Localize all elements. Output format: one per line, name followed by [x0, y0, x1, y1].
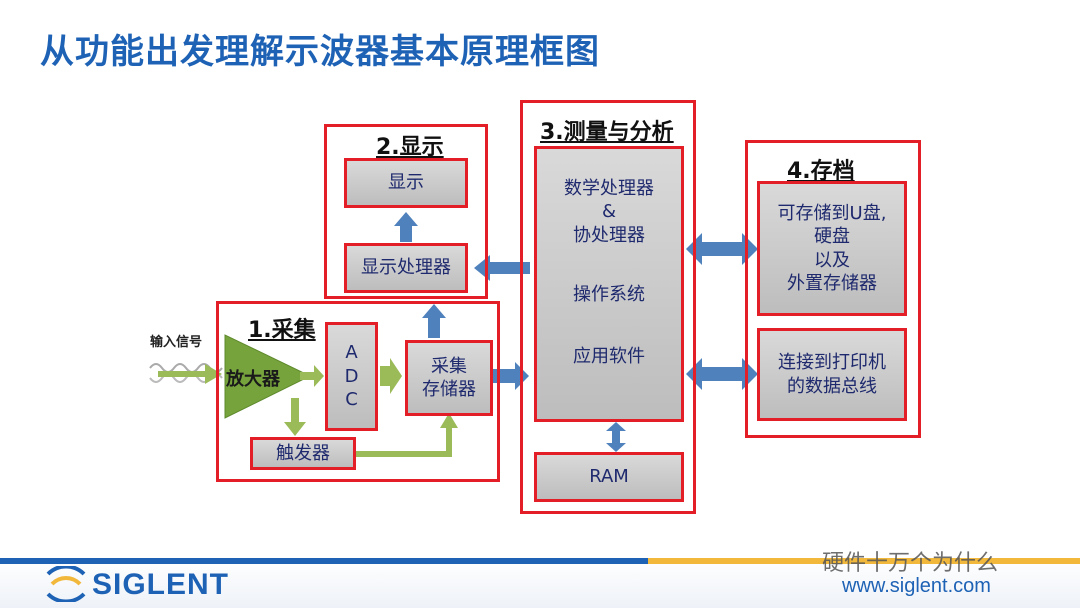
printer-line2: 的数据总线: [787, 375, 877, 397]
trigger-to-memory-arrowhead: [440, 413, 458, 428]
memory-to-displayproc-arrow: [422, 304, 446, 338]
footer-bar: [0, 558, 1080, 608]
footer-url[interactable]: www.siglent.com: [842, 575, 991, 597]
adc-to-memory-arrow: [380, 358, 402, 394]
group-measure: [520, 100, 696, 514]
measure-to-displayproc-arrow: [474, 255, 530, 281]
displayproc-to-display-arrow: [394, 212, 418, 242]
group-archive-label: 4.存档: [787, 159, 855, 184]
footer-stripe: [0, 558, 1080, 564]
storage-line4: 外置存储器: [787, 272, 877, 294]
acquisition-memory-block: 采集 存储器: [405, 340, 493, 416]
acq-memory-line1: 采集: [431, 355, 467, 377]
amp-to-adc-arrow: [300, 365, 324, 387]
storage-line3: 以及: [814, 249, 850, 271]
siglent-logo-text: SIGLENT: [92, 568, 230, 601]
printer-line1: 连接到打印机: [778, 352, 886, 374]
adc-letter-d: D: [344, 365, 359, 387]
amplifier-triangle: [224, 334, 312, 419]
trigger-to-memory-arrow: [356, 425, 452, 457]
measure-printer-arrow: [686, 358, 758, 390]
input-arrow: [158, 364, 222, 384]
storage-line1: 可存储到U盘,: [777, 202, 887, 224]
group-archive: [745, 140, 921, 438]
measure-ram-arrow: [606, 422, 626, 452]
watermark-text: 硬件十万个为什么: [822, 551, 999, 576]
measure-line-math: 数学处理器: [564, 178, 654, 199]
storage-line2: 硬盘: [814, 226, 850, 248]
acq-memory-line2: 存储器: [422, 379, 476, 400]
ram-block: RAM: [534, 452, 684, 502]
storage-block: 可存储到U盘, 硬盘 以及 外置存储器: [757, 181, 907, 316]
printer-block: 连接到打印机 的数据总线: [757, 328, 907, 421]
measure-line-amp: &: [601, 201, 617, 223]
amplifier-label: 放大器: [226, 369, 280, 390]
display-processor-block: 显示处理器: [344, 243, 468, 293]
adc-letter-c: C: [345, 389, 358, 411]
group-acquisition: [216, 301, 500, 482]
group-display: [324, 124, 488, 299]
measure-line-apps: 应用软件: [573, 345, 645, 367]
siglent-logo-icon: [46, 566, 86, 602]
group-acquisition-label: 1.采集: [248, 318, 316, 343]
group-measure-label: 3.测量与分析: [540, 120, 674, 145]
measure-line-os: 操作系统: [573, 284, 645, 306]
group-display-label: 2.显示: [376, 135, 444, 160]
measure-block: 数学处理器 & 协处理器 操作系统 应用软件: [534, 146, 684, 422]
measure-line-coproc: 协处理器: [573, 224, 645, 246]
display-block: 显示: [344, 158, 468, 208]
amp-to-trigger-arrow: [284, 398, 306, 436]
adc-letter-a: A: [345, 342, 358, 364]
measure-storage-arrow: [686, 233, 758, 265]
adc-block: A D C: [325, 322, 378, 431]
page-title: 从功能出发理解示波器基本原理框图: [40, 32, 600, 72]
input-signal-label: 输入信号: [150, 335, 203, 350]
trigger-block: 触发器: [250, 437, 356, 470]
